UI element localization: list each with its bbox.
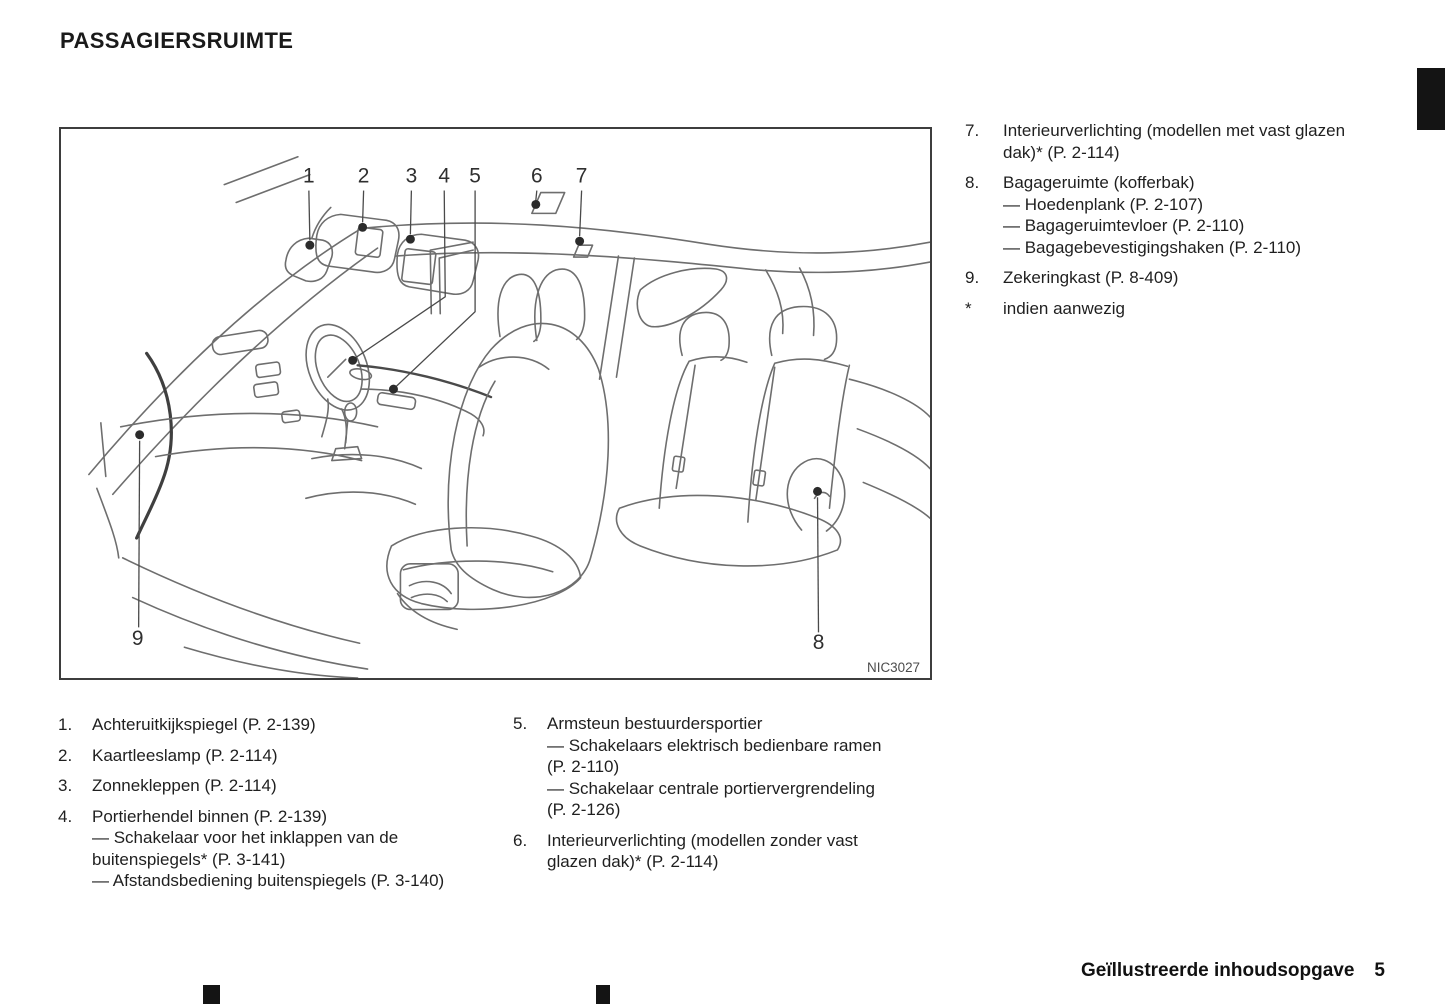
callout-number-9: 9 xyxy=(132,627,144,650)
item-number: 9. xyxy=(965,268,980,287)
callout-number-8: 8 xyxy=(813,631,825,654)
footer-page-number: 5 xyxy=(1374,960,1385,981)
list-item: 5. Armsteun bestuurdersportier — Schakel… xyxy=(513,713,945,821)
front-seat-back xyxy=(447,322,610,599)
list-item: 9. Zekeringkast (P. 8-409) xyxy=(965,267,1389,289)
item-subtext: — Schakelaars elektrisch bedienbare rame… xyxy=(547,735,882,755)
windshield-pillar-edge xyxy=(135,351,173,540)
footnote-text: indien aanwezig xyxy=(1003,298,1125,318)
callout-number-1: 1 xyxy=(303,165,315,188)
page-title: PASSAGIERSRUIMTE xyxy=(60,28,294,53)
callout-number-3: 3 xyxy=(406,165,418,188)
overhead-console xyxy=(223,156,299,186)
item-subtext: — Hoedenplank (P. 2-107) xyxy=(1003,194,1204,214)
item-number: 7. xyxy=(965,121,980,140)
item-text: Interieurverlichting (modellen met vast … xyxy=(1003,121,1346,140)
bottom-tab-marker-1 xyxy=(203,985,220,1004)
inside-door-handle xyxy=(349,368,373,381)
item-number: 3. xyxy=(58,776,73,795)
item-number: 5. xyxy=(513,714,528,733)
item-text: Portierhendel binnen (P. 2-139) xyxy=(92,806,328,826)
luggage-area-lines xyxy=(848,378,930,519)
item-subtext: — Schakelaar voor het inklappen van de xyxy=(92,828,399,847)
map-reading-light xyxy=(354,226,384,258)
rear-side-bolster xyxy=(786,458,846,532)
rearview-mirror xyxy=(284,206,334,283)
door-pull-pocket xyxy=(399,563,459,611)
rear-seat-belts xyxy=(675,364,776,502)
item-text: Bagageruimte (kofferbak) xyxy=(1003,173,1195,192)
car-interior-diagram: 1 2 3 4 5 6 7 8 9 NIC3027 xyxy=(88,156,930,678)
item-subtext: — Bagageruimtevloer (P. 2-110) xyxy=(1003,216,1245,235)
page-footer: Geïllustreerde inhoudsopgave 5 xyxy=(1081,960,1385,982)
callout-number-7: 7 xyxy=(576,165,588,188)
item-text: Zonnekleppen (P. 2-114) xyxy=(92,776,277,795)
callout-number-4: 4 xyxy=(438,165,450,188)
list-item-footnote: * indien aanwezig xyxy=(965,298,1389,320)
roof-line xyxy=(360,222,930,254)
rear-headrests xyxy=(678,305,838,362)
callout-number-2: 2 xyxy=(358,165,370,188)
item-subtext: (P. 2-126) xyxy=(547,800,621,819)
section-tab-marker xyxy=(1417,68,1445,130)
item-text: Zekeringkast (P. 8-409) xyxy=(1003,268,1179,287)
front-door-window-frame xyxy=(429,241,474,315)
interior-light-roof-icon xyxy=(572,244,594,258)
list-item: 6. Interieurverlichting (modellen zonder… xyxy=(513,830,945,873)
item-number: 1. xyxy=(58,715,73,734)
legend-list-bottom-left: 1. Achteruitkijkspiegel (P. 2-139) 2. Ka… xyxy=(58,714,500,901)
gear-lever xyxy=(330,402,363,462)
floor-lines xyxy=(121,557,361,645)
item-number: 4. xyxy=(58,806,73,826)
item-number: 2. xyxy=(58,745,73,765)
list-item: 2. Kaartleeslamp (P. 2-114) xyxy=(58,745,500,767)
item-text: Interieurverlichting (modellen zonder va… xyxy=(547,830,858,850)
list-item: 1. Achteruitkijkspiegel (P. 2-139) xyxy=(58,714,500,736)
list-item: 8. Bagageruimte (kofferbak) — Hoedenplan… xyxy=(965,172,1389,258)
a-pillar xyxy=(88,227,363,476)
item-subtext: buitenspiegels* (P. 3-141) xyxy=(92,849,286,869)
interior-light-glass-roof-icon xyxy=(531,191,566,215)
callout-number-5: 5 xyxy=(469,165,481,188)
list-item: 4. Portierhendel binnen (P. 2-139) — Sch… xyxy=(58,806,500,892)
item-text: Kaartleeslamp (P. 2-114) xyxy=(92,745,278,765)
footnote-asterisk: * xyxy=(965,298,972,318)
item-number: 6. xyxy=(513,830,528,850)
front-seat-cushion xyxy=(386,527,582,611)
b-pillar xyxy=(598,255,636,380)
window-switch-panel xyxy=(376,391,417,411)
footer-section-title: Geïllustreerde inhoudsopgave xyxy=(1080,960,1355,981)
legend-list-right: 7. Interieurverlichting (modellen met va… xyxy=(965,120,1389,328)
sun-visor-left xyxy=(315,213,400,274)
front-headrests xyxy=(497,268,586,343)
c-pillar xyxy=(764,267,815,337)
bottom-tab-marker-2 xyxy=(596,985,610,1004)
legend-list-bottom-middle: 5. Armsteun bestuurdersportier — Schakel… xyxy=(513,713,945,882)
rear-seat-backs xyxy=(658,356,851,523)
figure-code: NIC3027 xyxy=(867,660,920,675)
list-item: 7. Interieurverlichting (modellen met va… xyxy=(965,120,1389,163)
interior-diagram-figure: 1 2 3 4 5 6 7 8 9 NIC3027 xyxy=(59,127,932,680)
rear-quarter-window xyxy=(636,267,728,328)
item-text: dak)* (P. 2-114) xyxy=(1003,142,1120,162)
item-number: 8. xyxy=(965,173,980,192)
callout-numbers: 1 2 3 4 5 6 7 8 9 xyxy=(132,165,824,655)
rear-bench-cushion xyxy=(615,494,842,567)
item-subtext: glazen dak)* (P. 2-114) xyxy=(547,852,719,871)
item-subtext: (P. 2-110) xyxy=(547,757,620,776)
item-text: Achteruitkijkspiegel (P. 2-139) xyxy=(92,715,316,734)
item-subtext: — Schakelaar centrale portiervergrendeli… xyxy=(547,778,875,798)
callout-number-6: 6 xyxy=(531,165,543,188)
callout-dots xyxy=(135,199,822,496)
door-top-edge xyxy=(356,364,493,399)
callout-leaders xyxy=(137,190,820,633)
item-subtext: — Afstandsbediening buitenspiegels (P. 3… xyxy=(92,871,445,890)
item-text: Armsteun bestuurdersportier xyxy=(547,714,763,733)
list-item: 3. Zonnekleppen (P. 2-114) xyxy=(58,775,500,797)
item-subtext: — Bagagebevestigingshaken (P. 2-110) xyxy=(1003,237,1302,257)
dashboard xyxy=(119,412,379,428)
car-interior-line-art xyxy=(88,156,930,678)
